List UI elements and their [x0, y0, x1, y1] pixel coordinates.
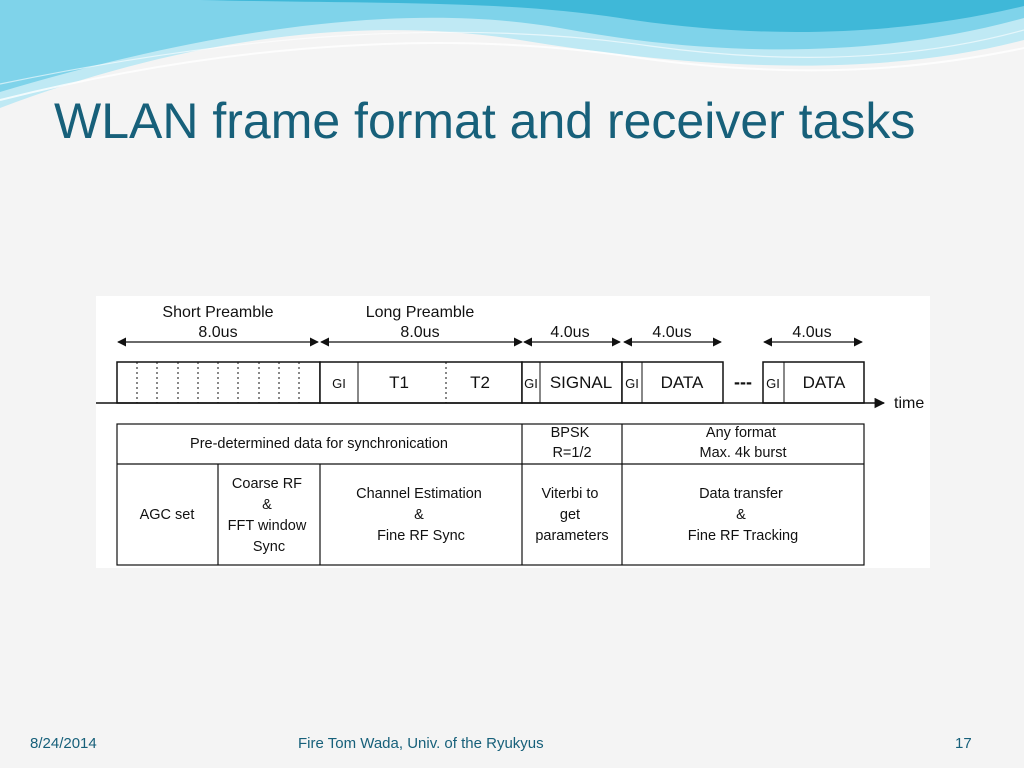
task-table-outline: [116, 423, 865, 566]
gi-label: GI: [766, 376, 780, 391]
gi-label: GI: [524, 376, 538, 391]
agc-cell: AGC set: [140, 507, 195, 523]
slide-title: WLAN frame format and receiver tasks: [54, 93, 916, 149]
t1-label: T1: [389, 373, 409, 392]
sync-data-cell: Pre-determined data for synchronication: [190, 436, 448, 452]
footer-author: Fire Tom Wada, Univ. of the Ryukyus: [298, 735, 544, 752]
data-field-label: DATA: [803, 373, 846, 392]
viterbi-cell: Viterbi to get parameters: [535, 486, 608, 544]
data1-box: [621, 361, 724, 404]
data-transfer-cell: Data transfer & Fine RF Tracking: [688, 486, 798, 544]
long-preamble-duration: 8.0us: [400, 324, 439, 341]
short-preamble-label: Short Preamble: [162, 304, 273, 321]
gi-label: GI: [625, 376, 639, 391]
long-preamble-box: [319, 361, 523, 404]
signal-duration: 4.0us: [550, 324, 589, 341]
footer-date: 8/24/2014: [30, 735, 97, 752]
signal-box: [521, 361, 623, 404]
ellipsis-label: ---: [734, 372, 752, 392]
coarse-sync-cell: Coarse RF & FFT window Sync: [228, 476, 311, 555]
t2-label: T2: [470, 373, 490, 392]
channel-estimation-cell: Channel Estimation & Fine RF Sync: [356, 486, 486, 544]
gi-label: GI: [332, 376, 346, 391]
signal-field-label: SIGNAL: [550, 373, 612, 392]
time-label: time: [894, 395, 924, 412]
data2-duration: 4.0us: [792, 324, 831, 341]
signal-format-cell: BPSK R=1/2: [551, 425, 594, 461]
data2-box: [762, 361, 865, 404]
short-preamble-duration: 8.0us: [198, 324, 237, 341]
long-preamble-label: Long Preamble: [366, 304, 475, 321]
data-field-label: DATA: [661, 373, 704, 392]
data-format-cell: Any format Max. 4k burst: [699, 425, 786, 461]
wlan-frame-diagram: Short Preamble 8.0us Long Preamble 8.0us…: [96, 296, 930, 568]
slide-number: 17: [955, 735, 972, 752]
data1-duration: 4.0us: [652, 324, 691, 341]
